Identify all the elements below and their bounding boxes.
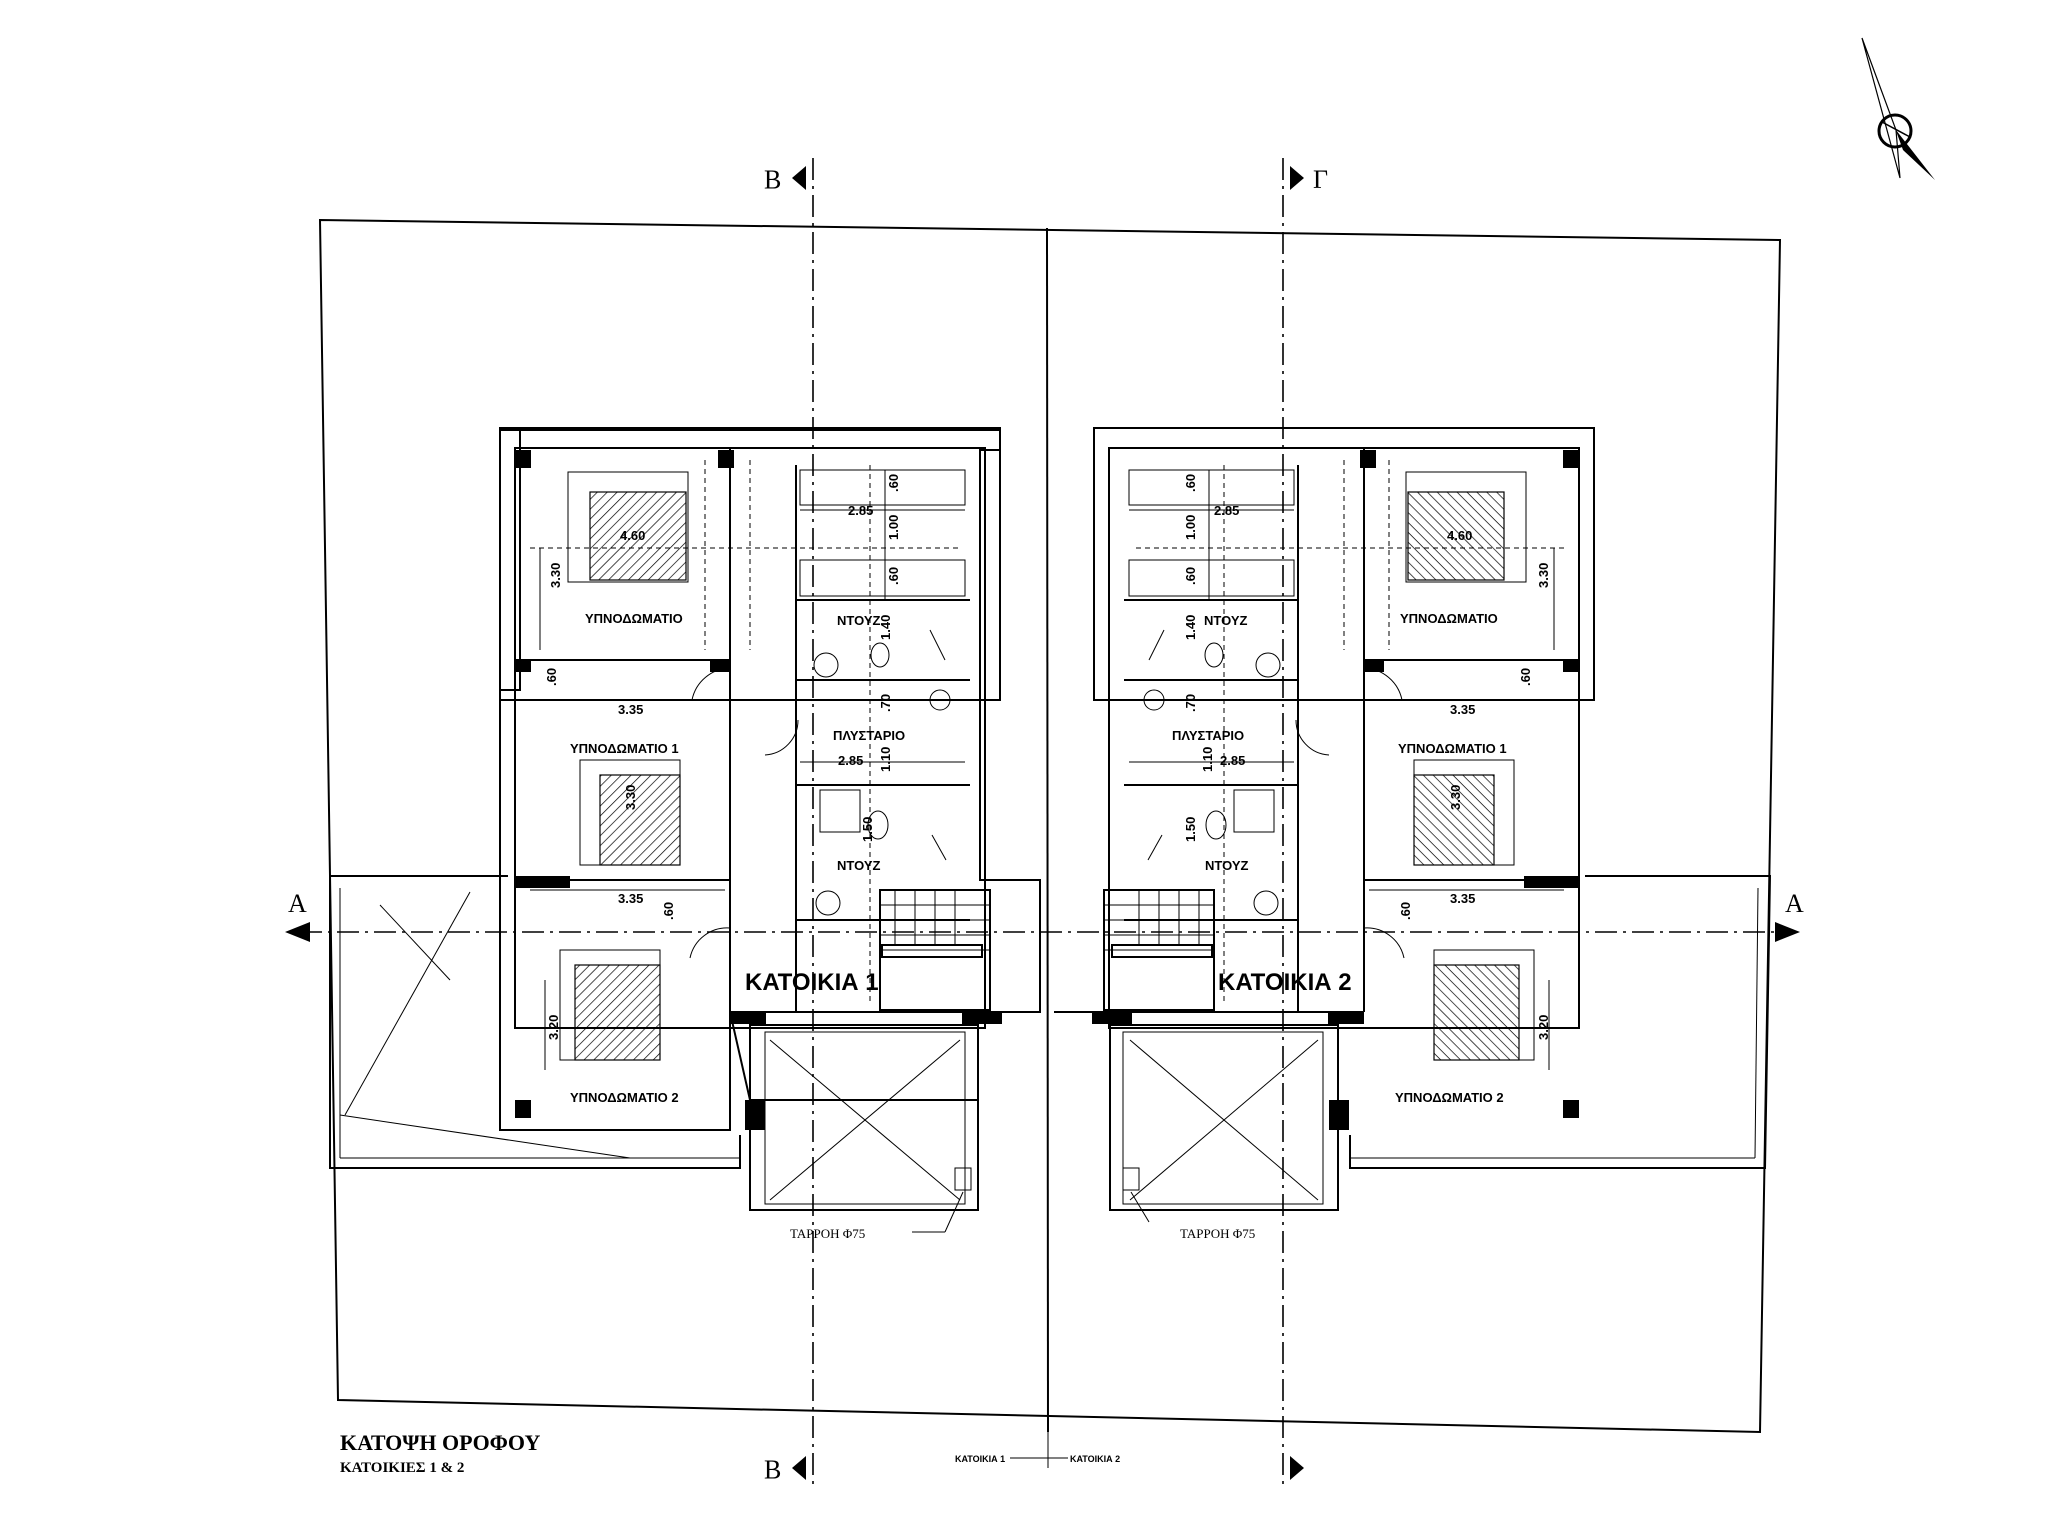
room-label-shower-2b: ΝΤΟΥΖ: [1205, 858, 1249, 873]
dim-laundry-width-1: 2.85: [838, 753, 863, 768]
key-label-house-1: ΚΑΤΟΙΚΙΑ 1: [955, 1454, 1005, 1464]
section-a-right-label: Α: [1785, 889, 1804, 918]
dim-laundry-width-2: 2.85: [1220, 753, 1245, 768]
room-label-master-2: ΥΠΝΟΔΩΜΑΤΙΟ: [1400, 611, 1498, 626]
dim-wardrobe-60-1b: .60: [886, 567, 901, 585]
dim-wardrobe-60-2: .60: [1183, 474, 1198, 492]
north-arrow-icon: [1861, 37, 1935, 180]
section-lines: [285, 158, 1800, 1490]
room-label-shower-1b: ΝΤΟΥΖ: [837, 858, 881, 873]
dim-bed2-depth-1: 3.20: [546, 1015, 561, 1040]
drawing-subtitle: ΚΑΤΟΙΚΙΕΣ 1 & 2: [340, 1460, 464, 1476]
section-a-left-marker-icon: [285, 922, 310, 942]
room-label-bed2-1: ΥΠΝΟΔΩΜΑΤΙΟ 2: [570, 1090, 679, 1105]
dim-bed1-width-2: 3.35: [1450, 702, 1475, 717]
dim-bed1-depth-1: 3.30: [623, 785, 638, 810]
room-label-bed2-2: ΥΠΝΟΔΩΜΑΤΙΟ 2: [1395, 1090, 1504, 1105]
dim-wardrobe-100-2: 1.00: [1183, 515, 1198, 540]
drain-note-2: ΤΑΡΡΟΗ Φ75: [1180, 1226, 1255, 1241]
room-label-laundry-1: ΠΛΥΣΤΑΡΙΟ: [833, 728, 905, 743]
key-label-house-2: ΚΑΤΟΙΚΙΑ 2: [1070, 1454, 1120, 1464]
dim-closet-60-2: .60: [1518, 668, 1533, 686]
dim-master-width-2: 4.60: [1447, 528, 1472, 543]
dim-laundry-110-2: 1.10: [1200, 747, 1215, 772]
section-b-top-label: Β: [764, 165, 781, 194]
dim-shower-140-2: 1.40: [1183, 615, 1198, 640]
dim-wardrobe-100-1: 1.00: [886, 515, 901, 540]
dim-closet-60-2b: .60: [1398, 902, 1413, 920]
dim-wardrobe-width-1: 2.85: [848, 503, 873, 518]
room-label-master-1: ΥΠΝΟΔΩΜΑΤΙΟ: [585, 611, 683, 626]
room-label-shower-1a: ΝΤΟΥΖ: [837, 613, 881, 628]
dim-laundry-70-1: .70: [878, 694, 893, 712]
dim-master-depth-1: 3.30: [548, 563, 563, 588]
dim-closet-60-1: .60: [544, 668, 559, 686]
dim-shower-150-2: 1.50: [1183, 817, 1198, 842]
section-b-bottom-marker-icon: [792, 1456, 806, 1480]
section-b-bottom-label: Β: [764, 1455, 781, 1484]
dim-shower-140-1: 1.40: [878, 615, 893, 640]
plot-boundary: [318, 218, 1782, 1468]
dim-wardrobe-60-2b: .60: [1183, 567, 1198, 585]
house-label-1: ΚΑΤΟΙΚΙΑ 1: [745, 969, 879, 996]
dim-hall-width-2: 3.35: [1450, 891, 1475, 906]
dim-bed2-depth-2: 3.20: [1536, 1015, 1551, 1040]
dim-bed1-depth-2: 3.30: [1448, 785, 1463, 810]
dim-hall-width-1: 3.35: [618, 891, 643, 906]
section-g-top-marker-icon: [1290, 166, 1304, 190]
dim-wardrobe-60-1: .60: [886, 474, 901, 492]
room-label-bed1-2: ΥΠΝΟΔΩΜΑΤΙΟ 1: [1398, 741, 1507, 756]
dim-bed1-width-1: 3.35: [618, 702, 643, 717]
section-g-top-label: Γ: [1313, 165, 1328, 194]
staircase-1: [879, 889, 991, 1011]
house-1: [499, 427, 1041, 1233]
dim-master-depth-2: 3.30: [1536, 563, 1551, 588]
dim-master-width-1: 4.60: [620, 528, 645, 543]
staircase-2: [1103, 889, 1215, 1011]
drawing-title: ΚΑΤΟΨΗ ΟΡΟΦΟΥ: [340, 1430, 540, 1455]
section-g-bottom-marker-icon: [1290, 1456, 1304, 1480]
house-label-2: ΚΑΤΟΙΚΙΑ 2: [1218, 969, 1352, 996]
dim-laundry-110-1: 1.10: [878, 747, 893, 772]
dim-shower-150-1: 1.50: [860, 817, 875, 842]
dim-closet-60-1b: .60: [661, 902, 676, 920]
room-label-shower-2a: ΝΤΟΥΖ: [1204, 613, 1248, 628]
section-a-left-label: Α: [288, 889, 307, 918]
section-a-right-marker-icon: [1775, 922, 1800, 942]
dim-laundry-70-2: .70: [1183, 694, 1198, 712]
drain-note-1: ΤΑΡΡΟΗ Φ75: [790, 1226, 865, 1241]
dim-wardrobe-width-2: 2.85: [1214, 503, 1239, 518]
room-label-bed1-1: ΥΠΝΟΔΩΜΑΤΙΟ 1: [570, 741, 679, 756]
section-b-top-marker-icon: [792, 166, 806, 190]
room-label-laundry-2: ΠΛΥΣΤΑΡΙΟ: [1172, 728, 1244, 743]
house-2: [1054, 427, 1595, 1223]
